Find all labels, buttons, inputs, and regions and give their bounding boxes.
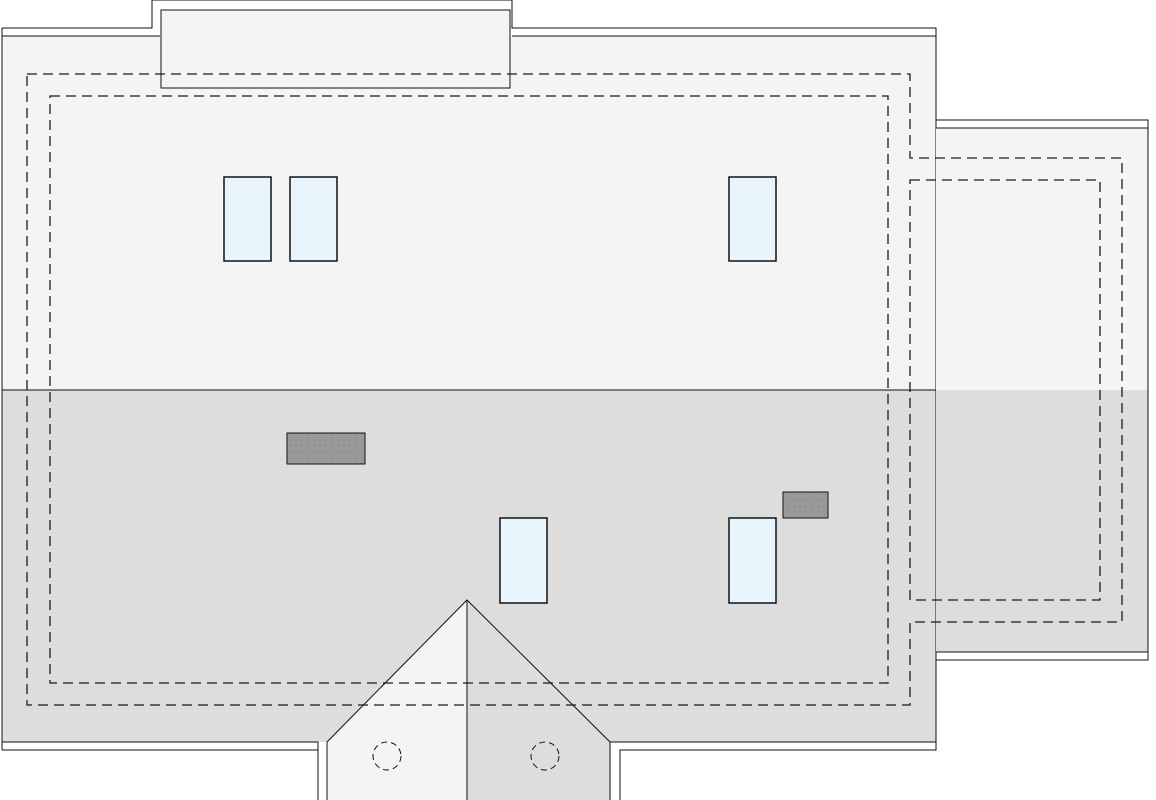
main-roof-upper-slope xyxy=(2,36,936,390)
skylight-1 xyxy=(223,176,272,262)
chimneys xyxy=(286,432,829,519)
top-dormer-body xyxy=(160,9,511,89)
chimney-2 xyxy=(782,491,829,519)
wall-outlines xyxy=(26,73,1123,706)
skylight-5 xyxy=(728,517,777,604)
vent-circle-right xyxy=(530,741,560,771)
front-gable-right-face xyxy=(467,600,610,800)
inner-wall-line xyxy=(49,95,889,684)
right-wing-upper-slope xyxy=(936,128,1148,390)
wing-inner-wall-line xyxy=(909,179,1101,601)
skylights xyxy=(223,176,777,604)
skylight-2 xyxy=(289,176,338,262)
skylight-4 xyxy=(499,517,548,604)
front-gable xyxy=(326,599,611,800)
chimney-1 xyxy=(286,432,366,465)
right-wing-inner-eave xyxy=(936,127,1148,653)
front-gable-left-face xyxy=(327,600,467,800)
right-wing-lower-slope xyxy=(936,390,1148,652)
vent-circle-left xyxy=(372,741,402,771)
top-dormer xyxy=(160,9,511,89)
main-roof-eave-outer xyxy=(2,0,937,800)
main-roof-eave-inner xyxy=(2,35,936,800)
right-wing-outline xyxy=(936,119,1149,661)
skylight-3 xyxy=(728,176,777,262)
right-wing xyxy=(936,119,1149,661)
